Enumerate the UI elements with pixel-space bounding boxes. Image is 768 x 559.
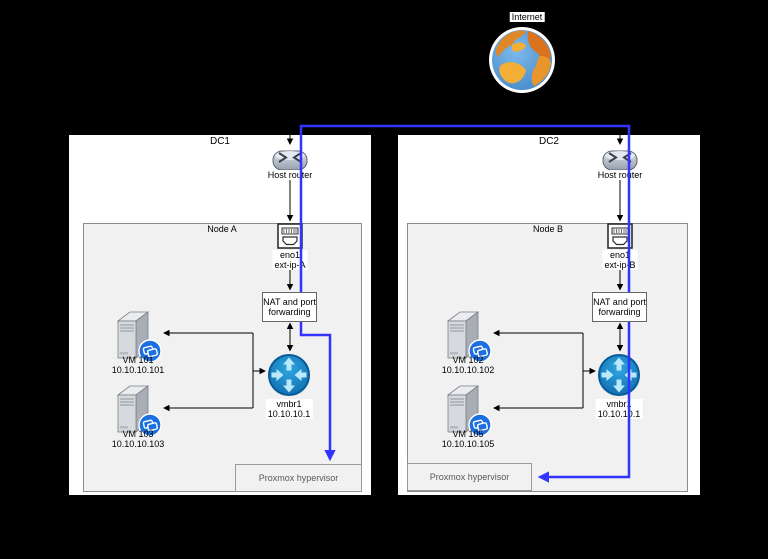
- nic-ip-dc1: ext-ip-A: [274, 260, 306, 270]
- vm103-name: VM 103: [122, 429, 154, 439]
- host-router-label-dc2: Host router: [595, 170, 645, 180]
- internet-globe-icon: [489, 27, 555, 93]
- nic-icon-dc1: [277, 223, 303, 249]
- host-router-icon-dc1: [272, 150, 308, 171]
- vm105-ip: 10.10.10.105: [441, 439, 495, 449]
- vm102-name: VM 102: [452, 355, 484, 365]
- bridge-label-dc2: vmbr1 10.10.10.1: [595, 399, 643, 419]
- vm101-name: VM 101: [122, 355, 154, 365]
- vm103-label: VM 103 10.10.10.103: [112, 429, 165, 449]
- proxmox-hypervisor-box-dc2: Proxmox hypervisor: [407, 463, 532, 491]
- nic-icon-dc2: [607, 223, 633, 249]
- nic-name-dc1: eno1: [279, 250, 301, 260]
- nic-label-dc2: eno1 ext-ip-B: [602, 250, 638, 270]
- bridge-name-dc2: vmbr1: [606, 399, 632, 409]
- node-b-title: Node B: [532, 224, 564, 234]
- bridge-name-dc1: vmbr1: [276, 399, 302, 409]
- internet-label: Internet: [509, 12, 545, 22]
- dc1-title: DC1: [209, 136, 231, 147]
- vm101-label: VM 101 10.10.10.101: [112, 355, 165, 375]
- vm105-label: VM 105 10.10.10.105: [442, 429, 495, 449]
- vm103-ip: 10.10.10.103: [111, 439, 165, 449]
- nic-name-dc2: eno1: [609, 250, 631, 260]
- nic-ip-dc2: ext-ip-B: [604, 260, 636, 270]
- node-a-title: Node A: [207, 224, 237, 234]
- nat-label-line2-dc1: forwarding: [268, 307, 311, 317]
- vm102-label: VM 102 10.10.10.102: [442, 355, 495, 375]
- vm-server-icon-103: [116, 385, 162, 437]
- vm102-ip: 10.10.10.102: [441, 365, 495, 375]
- host-router-icon-dc2: [602, 150, 638, 171]
- bridge-ip-dc2: 10.10.10.1: [597, 409, 641, 419]
- vm101-ip: 10.10.10.101: [111, 365, 165, 375]
- bridge-router-icon-dc1: [268, 354, 310, 396]
- nat-label-line1-dc2: NAT and port: [593, 297, 646, 307]
- nat-label-line1-dc1: NAT and port: [263, 297, 316, 307]
- dc2-title: DC2: [538, 136, 560, 147]
- bridge-label-dc1: vmbr1 10.10.10.1: [265, 399, 313, 419]
- host-router-label-dc1: Host router: [265, 170, 315, 180]
- vm-server-icon-101: [116, 311, 162, 363]
- proxmox-hypervisor-label-dc1: Proxmox hypervisor: [258, 473, 339, 483]
- nat-box-dc2: NAT and port forwarding: [592, 292, 647, 322]
- nic-label-dc1: eno1 ext-ip-A: [272, 250, 308, 270]
- bridge-ip-dc1: 10.10.10.1: [267, 409, 311, 419]
- proxmox-hypervisor-box-dc1: Proxmox hypervisor: [235, 464, 362, 492]
- nat-box-dc1: NAT and port forwarding: [262, 292, 317, 322]
- bridge-router-icon-dc2: [598, 354, 640, 396]
- proxmox-hypervisor-label-dc2: Proxmox hypervisor: [429, 472, 510, 482]
- nat-label-line2-dc2: forwarding: [598, 307, 641, 317]
- vm105-name: VM 105: [452, 429, 484, 439]
